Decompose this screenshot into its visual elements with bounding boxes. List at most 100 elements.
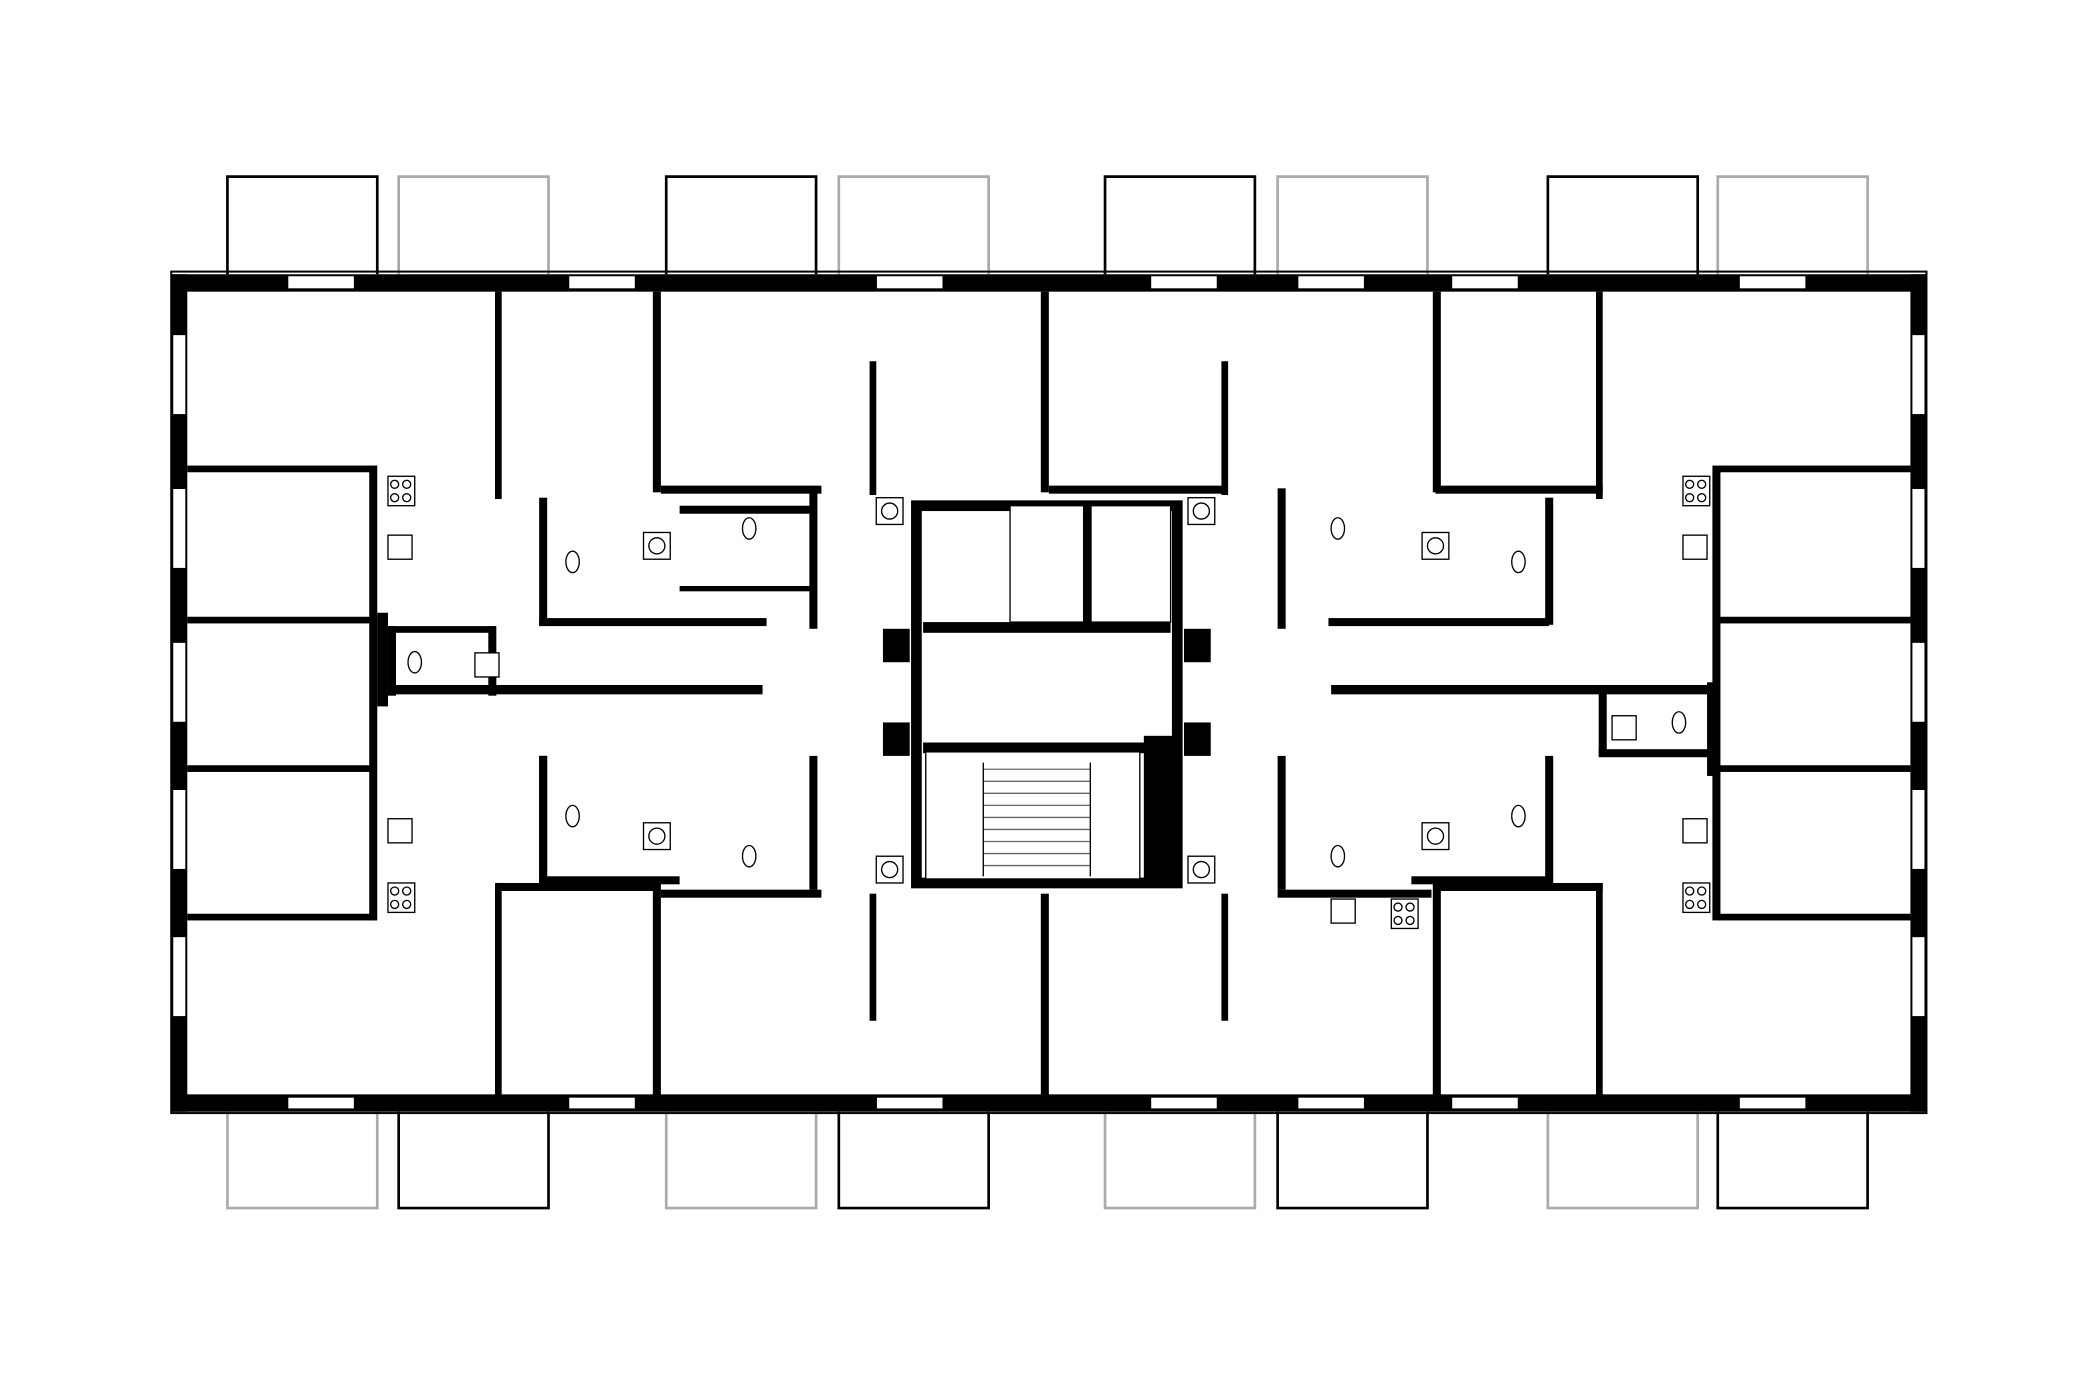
shaft-icon (1426, 827, 1445, 845)
window (1911, 935, 1926, 1018)
wall (1719, 465, 1911, 473)
wall (1277, 488, 1286, 629)
balcony (1103, 175, 1257, 275)
window (1911, 333, 1926, 416)
stair (925, 735, 1178, 883)
north-wall (171, 274, 1927, 292)
wall (1221, 893, 1229, 1021)
burner-icon (389, 493, 400, 503)
balcony (664, 175, 818, 275)
wall (1435, 882, 1603, 892)
window (1911, 641, 1926, 724)
wall (187, 616, 375, 624)
wall (539, 755, 548, 883)
wall (652, 291, 661, 493)
burner-icon (402, 886, 412, 896)
window (286, 274, 356, 290)
wall (869, 361, 877, 496)
balcony (837, 1111, 990, 1210)
wall (1719, 765, 1911, 772)
wall (809, 488, 818, 629)
balcony (1103, 1111, 1257, 1210)
wall (1598, 686, 1607, 756)
burner-icon (1684, 493, 1695, 503)
wall (387, 626, 495, 633)
wall (539, 876, 680, 885)
wall (539, 497, 548, 625)
balconies (226, 175, 1869, 1210)
wall (1707, 682, 1718, 776)
shaft-icon (1192, 502, 1211, 520)
toilet-icon (1511, 550, 1526, 574)
toilet-icon (565, 550, 580, 574)
shaft-icon (880, 502, 899, 520)
wall (660, 889, 822, 898)
toilet-icon (741, 517, 757, 540)
elevator-2 (1089, 505, 1172, 623)
wall (652, 882, 661, 1098)
wall (497, 882, 659, 892)
sink-icon (1682, 534, 1708, 560)
window (1450, 274, 1520, 290)
balcony (664, 1111, 818, 1210)
burner-icon (1405, 902, 1415, 912)
balcony (226, 1111, 379, 1210)
balcony (1276, 1111, 1429, 1210)
wall (1411, 876, 1552, 885)
wall (882, 628, 910, 663)
wall (1545, 755, 1554, 883)
burner-icon (389, 899, 400, 910)
burner-icon (389, 886, 400, 896)
burner-icon (1697, 479, 1707, 489)
burner-icon (1684, 899, 1695, 910)
burner-icon (1393, 915, 1403, 926)
wall (679, 505, 814, 514)
wall (1432, 291, 1441, 493)
wall (660, 485, 822, 494)
sink-icon (387, 818, 413, 844)
window (171, 788, 187, 871)
lobby-wall-top (923, 622, 1171, 633)
window (567, 274, 637, 290)
toilet-icon (565, 804, 580, 828)
wall (1221, 361, 1229, 496)
balcony (1716, 175, 1869, 275)
wall (869, 893, 877, 1021)
window (1297, 1096, 1366, 1110)
balcony (1276, 175, 1429, 275)
burner-icon (402, 479, 412, 489)
burner-icon (1684, 479, 1695, 489)
lobby-wall-bottom (923, 742, 1171, 754)
wall (1183, 628, 1211, 663)
window (567, 1096, 637, 1110)
window (1149, 274, 1219, 290)
wall (1596, 291, 1603, 500)
wall (1143, 735, 1178, 883)
elevator-divider (1083, 505, 1092, 629)
wall (187, 465, 375, 473)
sink-icon (1682, 818, 1708, 844)
shaft (875, 855, 904, 884)
toilet-icon (1330, 517, 1346, 540)
burner-icon (1684, 886, 1695, 896)
toilet-icon (1511, 804, 1526, 828)
window (286, 1096, 356, 1110)
toilet-icon (741, 844, 757, 868)
burner-icon (1405, 915, 1415, 926)
shaft-icon (648, 827, 666, 845)
wall (494, 882, 502, 1098)
wall (1277, 755, 1286, 890)
shaft-icon (648, 537, 666, 555)
toilet-icon (407, 650, 423, 674)
burner-icon (1697, 899, 1707, 910)
balcony (1546, 175, 1700, 275)
window (171, 333, 187, 416)
burner-icon (1393, 902, 1403, 912)
wall (1048, 485, 1223, 494)
wall (1328, 618, 1550, 627)
window (1911, 487, 1926, 570)
wall (809, 755, 818, 890)
wall (387, 684, 763, 695)
wall (1598, 749, 1713, 758)
